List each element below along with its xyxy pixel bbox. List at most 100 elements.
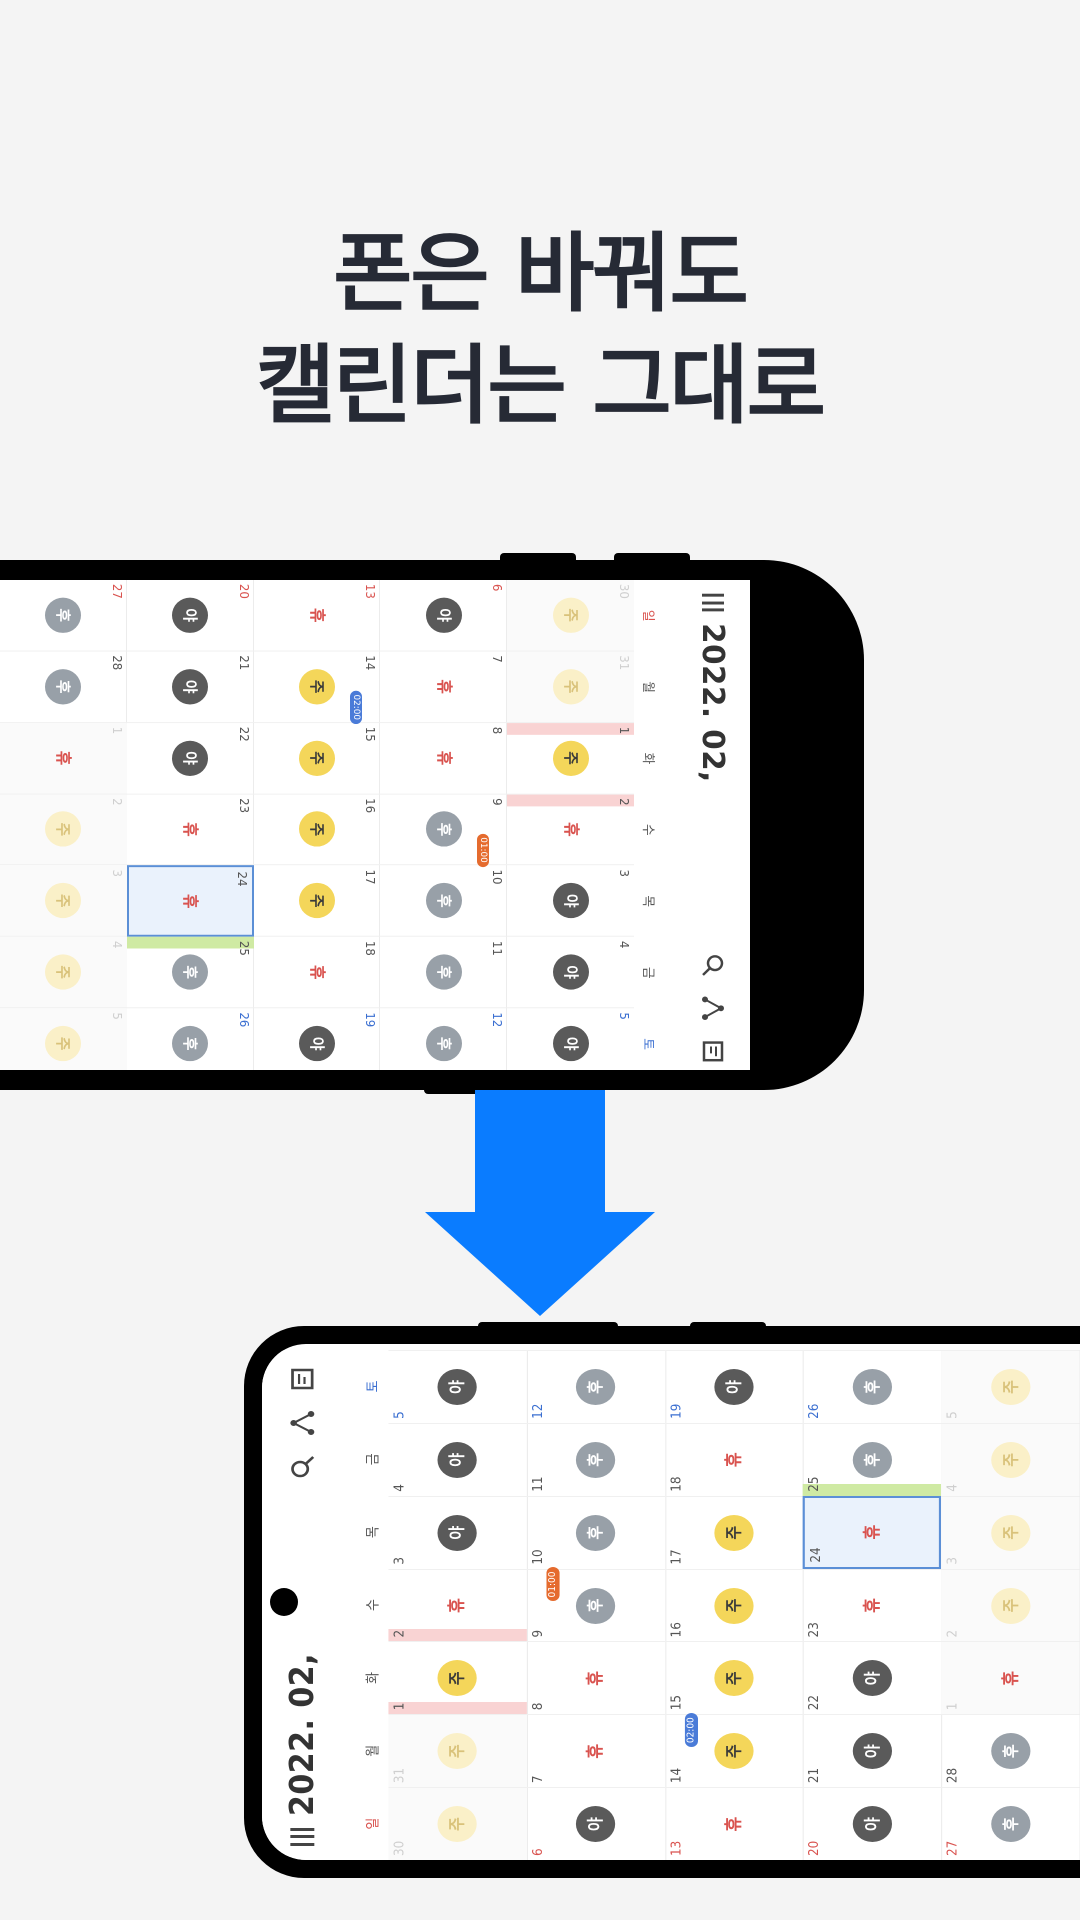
headline-line-1: 폰은 바꿔도	[333, 224, 749, 324]
day-number: 27	[944, 1840, 960, 1856]
share-icon[interactable]	[288, 1410, 316, 1436]
day-number: 4	[944, 1484, 960, 1492]
calendar-header: 2022. 02,	[660, 580, 750, 1070]
shift-badge: 주	[990, 1368, 1030, 1405]
shift-badge: 주	[990, 1587, 1030, 1624]
search-icon[interactable]	[288, 1454, 316, 1480]
day-cell[interactable]: 27 후	[941, 1787, 1080, 1860]
shift-badge: 휴	[584, 1743, 606, 1759]
shift-badge: 후	[576, 1441, 616, 1478]
shift-badge: 주	[990, 1441, 1030, 1478]
day-number: 6	[529, 1848, 546, 1856]
day-number: 25	[806, 1476, 822, 1492]
shift-badge: 후	[576, 1368, 616, 1405]
day-cell[interactable]: 15 주	[664, 1641, 804, 1715]
time-tag: 02:00	[684, 1713, 698, 1748]
day-number: 15	[668, 1695, 684, 1711]
shift-badge: 주	[714, 1514, 754, 1551]
weekday-label: 금	[365, 1453, 382, 1466]
shift-badge: 주	[714, 1733, 754, 1770]
shift-badge: 주	[990, 1514, 1030, 1551]
shift-badge: 휴	[723, 1816, 744, 1832]
day-cell[interactable]: 24 휴	[803, 1495, 942, 1569]
day-cell[interactable]: 16 주	[664, 1568, 804, 1642]
month-title[interactable]: 2022. 02,	[283, 1653, 322, 1816]
day-number: 4	[391, 1484, 407, 1492]
headline: 폰은 바꿔도 캘린더는 그대로	[0, 218, 1080, 442]
holiday-marker	[388, 1702, 527, 1715]
event-marker	[803, 1483, 942, 1496]
phone-top-button	[614, 553, 690, 565]
shift-badge: 주	[714, 1587, 754, 1624]
phone-top-button	[424, 1084, 500, 1094]
day-number: 12	[529, 1403, 546, 1419]
shift-badge: 후	[990, 1733, 1030, 1770]
shift-badge: 휴	[861, 1524, 882, 1540]
day-number: 9	[529, 1629, 546, 1638]
day-number: 7	[529, 1775, 546, 1784]
shift-badge: 휴	[723, 1452, 744, 1468]
shift-badge: 휴	[584, 1671, 606, 1686]
memo-icon[interactable]	[288, 1366, 316, 1392]
day-number: 10	[529, 1549, 546, 1565]
day-number: 19	[668, 1403, 684, 1419]
day-number: 1	[944, 1702, 960, 1711]
memo-icon[interactable]	[700, 1039, 726, 1064]
phone-bottom-button	[478, 1322, 618, 1332]
shift-badge: 야	[852, 1660, 892, 1697]
shift-badge: 주	[714, 1660, 754, 1697]
day-cell[interactable]: 11 후	[526, 1422, 665, 1496]
shift-badge: 휴	[861, 1598, 882, 1613]
day-number: 2	[391, 1629, 407, 1638]
phone-top-button	[500, 553, 576, 565]
day-number: 2	[944, 1629, 960, 1638]
menu-icon[interactable]	[290, 1828, 315, 1846]
day-number: 11	[529, 1476, 546, 1492]
share-icon[interactable]	[700, 996, 726, 1021]
day-cell[interactable]: 12 후	[526, 1350, 665, 1423]
day-number: 24	[808, 1547, 824, 1563]
shift-badge: 야	[437, 1368, 478, 1405]
shift-badge: 주	[437, 1733, 478, 1770]
weekday-label: 월	[365, 1744, 382, 1757]
search-icon[interactable]	[700, 952, 726, 977]
front-camera	[270, 1588, 298, 1616]
day-number: 1	[391, 1702, 407, 1711]
day-number: 16	[668, 1622, 684, 1638]
shift-badge: 후	[576, 1587, 616, 1624]
shift-badge: 후	[990, 1806, 1030, 1843]
